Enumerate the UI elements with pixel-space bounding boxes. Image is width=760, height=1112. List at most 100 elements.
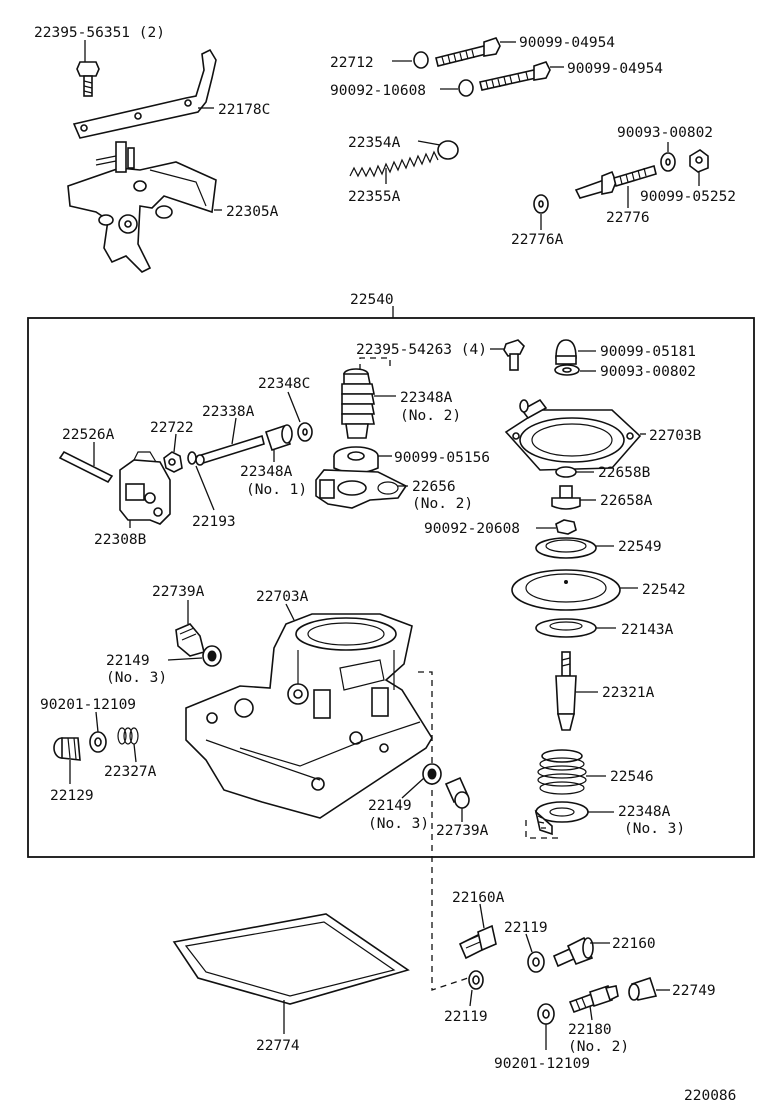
label-22178C: 22178C (218, 102, 270, 118)
plate-22549 (535, 537, 597, 559)
label-22355A: 22355A (348, 189, 401, 205)
label-22143A: 22143A (621, 622, 674, 638)
cap-22749 (628, 976, 658, 1001)
washer-22119-b (468, 970, 484, 990)
washer-90201-12109-b (537, 1003, 555, 1025)
label-22119-b: 22119 (444, 1009, 488, 1025)
o-ring-22658B (555, 466, 577, 478)
body-22703A (185, 613, 433, 819)
label-22129: 22129 (50, 788, 94, 804)
spring-22327A (117, 727, 139, 745)
label-22348A-no2: 22348A (400, 390, 453, 406)
label-90099-04954-a: 90099-04954 (519, 35, 615, 51)
label-22160: 22160 (612, 936, 656, 952)
plug-22739A-b (444, 776, 470, 809)
label-22348A-no3: 22348A (618, 804, 671, 820)
fitting-22658A (551, 485, 581, 510)
label-22308B: 22308B (94, 532, 147, 548)
label-22395-54263: 22395-54263 (4) (356, 342, 487, 358)
diagram-code: 220086 (684, 1088, 736, 1104)
label-22354A: 22354A (348, 135, 401, 151)
label-90092-20608: 90092-20608 (424, 521, 520, 537)
label-22348A-no1: 22348A (240, 464, 293, 480)
label-22526A: 22526A (62, 427, 115, 443)
label-22193: 22193 (192, 514, 236, 530)
label-22348C: 22348C (258, 376, 310, 392)
label-90093-00802-b: 90093-00802 (600, 364, 696, 380)
label-22712: 22712 (330, 55, 374, 71)
label-22549: 22549 (618, 539, 662, 555)
nut-90092-20608 (555, 519, 577, 535)
label-22656-no2: 22656 (412, 479, 456, 495)
plate-22143A (535, 618, 597, 638)
washer-22348C (297, 422, 313, 442)
lever-22308B (119, 451, 171, 525)
label-22149-no3-b: 22149 (368, 798, 412, 814)
label-22749: 22749 (672, 983, 716, 999)
label-22348A-no1-sub: (No. 1) (246, 482, 307, 498)
cap-nut-90099-05181 (555, 339, 577, 365)
label-22542: 22542 (642, 582, 686, 598)
label-22776: 22776 (606, 210, 650, 226)
label-90092-10608: 90092-10608 (330, 83, 426, 99)
fitting-22160A (458, 924, 497, 960)
cover-22703B (504, 398, 642, 471)
diaphragm-22542 (511, 569, 621, 611)
label-22546: 22546 (610, 769, 654, 785)
label-22703A: 22703A (256, 589, 309, 605)
label-22658A: 22658A (600, 493, 653, 509)
gasket-22774 (172, 913, 410, 1005)
label-22180-no2: 22180 (568, 1022, 612, 1038)
shaft-22338A (195, 434, 265, 466)
washer-22776A (533, 194, 549, 214)
bolt-22395-56351 (76, 61, 100, 97)
label-22305A: 22305A (226, 204, 279, 220)
assembly-frame (27, 317, 755, 858)
label-22703B: 22703B (649, 428, 702, 444)
label-22348A-no3-sub: (No. 3) (624, 821, 685, 837)
pin-22526A (58, 450, 114, 484)
washer-90093-00802 (660, 152, 676, 172)
spring-22546 (537, 749, 587, 795)
valve-22180-no2 (568, 984, 619, 1014)
label-22739A-b: 22739A (436, 823, 489, 839)
nut-90099-05156 (333, 446, 379, 474)
label-90093-00802-a: 90093-00802 (617, 125, 713, 141)
rod-22321A (555, 651, 577, 731)
plug-22739A-a (175, 623, 205, 657)
label-90099-05156: 90099-05156 (394, 450, 490, 466)
bracket-22656-no2 (315, 469, 408, 509)
label-22149-no3-a-sub: (No. 3) (106, 670, 167, 686)
bolt-90099-04954-a (413, 37, 501, 69)
label-22348A-no2-sub: (No. 2) (400, 408, 461, 424)
label-22119-a: 22119 (504, 920, 548, 936)
spring-22355A (349, 150, 439, 178)
label-22656-no2-sub: (No. 2) (412, 496, 473, 512)
link-22305A (67, 141, 217, 273)
label-22149-no3-a: 22149 (106, 653, 150, 669)
label-90099-05252: 90099-05252 (640, 189, 736, 205)
label-90099-04954-b: 90099-04954 (567, 61, 663, 77)
label-90201-12109-a: 90201-12109 (40, 697, 136, 713)
bracket-22178C (72, 48, 217, 139)
fitting-22160 (552, 936, 594, 968)
label-22739A-a: 22739A (152, 584, 205, 600)
label-22395-56351: 22395-56351 (2) (34, 25, 165, 41)
bushing-22348A-no1 (264, 424, 293, 452)
bolt-22395-54263 (503, 339, 525, 371)
nut-22722 (163, 451, 183, 473)
washer-90093-00802-b (554, 364, 580, 376)
label-22338A: 22338A (202, 404, 255, 420)
bolt-90099-04954-b (458, 61, 551, 97)
label-22774: 22774 (256, 1038, 300, 1054)
label-22180-no2-sub: (No. 2) (568, 1039, 629, 1055)
label-22327A: 22327A (104, 764, 157, 780)
washer-90201-12109-a (89, 731, 107, 753)
label-22149-no3-b-sub: (No. 3) (368, 816, 429, 832)
label-22722: 22722 (150, 420, 194, 436)
nut-90099-05252 (689, 149, 709, 173)
label-22540: 22540 (350, 292, 394, 308)
label-90201-12109-b: 90201-12109 (494, 1056, 590, 1072)
clip-22193 (187, 451, 197, 465)
